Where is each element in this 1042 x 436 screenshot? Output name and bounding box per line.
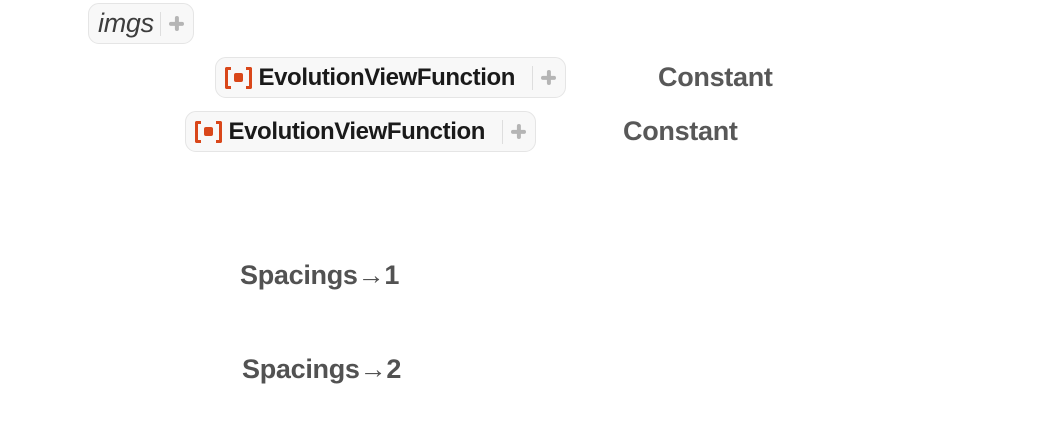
chip-divider [531,65,533,90]
icon-bracket-left [195,120,201,143]
icon-bracket-left [225,66,231,89]
expand-plus-icon[interactable] [511,124,526,139]
string-argument-2: Constant [623,116,738,146]
resource-function-icon [225,66,252,89]
string-argument-1: Constant [658,62,773,92]
option-spacings-2: Spacings→2 [242,354,402,384]
iconized-object-label: imgs [98,8,154,38]
expand-plus-icon[interactable] [541,70,556,85]
resource-function-name: EvolutionViewFunction [228,117,486,145]
resource-function-name: EvolutionViewFunction [258,63,516,91]
resource-function-chip-2[interactable]: EvolutionViewFunction [185,111,536,152]
icon-bracket-right [245,66,252,89]
resource-function-chip-1[interactable]: EvolutionViewFunction [215,57,566,98]
icon-square [203,126,213,137]
icon-bracket-right [215,120,222,143]
chip-divider [501,119,503,144]
expand-plus-icon[interactable] [169,16,184,31]
iconized-object-imgs[interactable]: imgs [88,3,194,44]
resource-function-icon [195,120,222,143]
chip-divider [159,11,161,36]
icon-square [233,72,243,83]
option-spacings-1: Spacings→1 [240,260,400,290]
